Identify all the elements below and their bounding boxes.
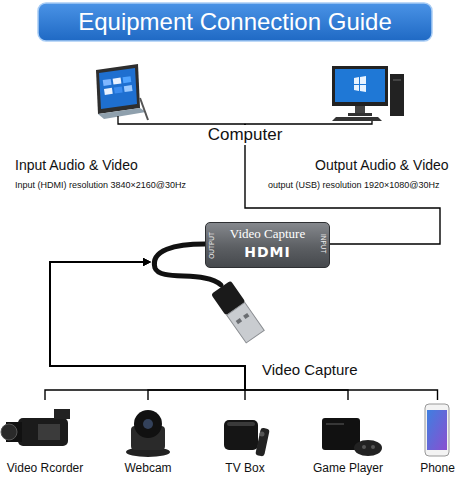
device-label: Game Player	[313, 461, 383, 478]
desktop-illustration	[332, 66, 388, 106]
device-label: TV Box	[225, 461, 264, 478]
computer-group: Computer	[85, 55, 405, 124]
title-text: Equipment Connection Guide	[38, 3, 432, 41]
tablet-illustration	[140, 98, 148, 120]
desktop-illustration	[354, 77, 359, 84]
signal-arrow	[50, 262, 245, 400]
game-console-illustration	[322, 418, 360, 450]
tablet-illustration	[114, 86, 123, 93]
game-console-illustration	[354, 440, 382, 456]
game-console-illustration	[326, 423, 344, 425]
signal-arrow	[50, 262, 348, 400]
tablet-illustration	[103, 79, 112, 86]
source-device: Game Player	[303, 400, 393, 478]
usb-plug	[236, 318, 242, 324]
source-device: Video Rcorder	[0, 400, 90, 478]
computer-bracket	[118, 116, 372, 124]
signal-arrow	[50, 262, 438, 400]
game-console-illustration	[322, 418, 382, 456]
tv-box-illustration	[224, 420, 258, 450]
annotation-label: Input (HDMI) resolution 3840×2160@30Hz	[15, 180, 186, 190]
webcam-illustration	[134, 410, 162, 438]
tablet-illustration	[99, 68, 137, 109]
desktop-illustration	[348, 113, 372, 116]
computer-bracket	[118, 116, 372, 124]
node-label: Computer	[202, 125, 289, 145]
title-banner	[38, 3, 432, 41]
tablet-illustration	[124, 85, 133, 92]
annotation-label: Input Audio & Video	[15, 157, 138, 173]
tablet-illustration	[104, 88, 113, 95]
device-label: Video Rcorder	[7, 461, 84, 478]
signal-arrow	[45, 262, 245, 400]
capture-device: Video CaptureHDMIOUTPUT INPUT	[150, 222, 330, 342]
usb-plug	[243, 313, 249, 319]
phone-illustration	[427, 410, 447, 450]
desktop-illustration	[332, 66, 404, 121]
camcorder-illustration	[38, 424, 60, 440]
tablet-illustration	[98, 108, 146, 119]
device-label: Webcam	[124, 461, 171, 478]
device-logo: HDMI	[206, 244, 329, 260]
signal-arrow	[50, 262, 245, 400]
usb-plug	[211, 281, 264, 343]
tablet-illustration	[96, 64, 140, 114]
tablet-illustration	[123, 76, 132, 83]
annotation-label: Output Audio & Video	[315, 157, 449, 173]
camcorder-illustration	[1, 409, 70, 446]
desktop-illustration	[335, 69, 385, 102]
desktop-illustration	[390, 74, 404, 116]
desktop-illustration	[355, 106, 365, 113]
source-device: TV Box	[210, 400, 280, 478]
tv-box-illustration	[255, 427, 270, 456]
tv-box-illustration	[227, 422, 255, 426]
capture-body: Video CaptureHDMIOUTPUT INPUT	[205, 222, 330, 268]
usb-plug	[227, 302, 265, 342]
title-banner	[38, 3, 432, 41]
port-label: INPUT	[320, 234, 327, 254]
camcorder-illustration	[18, 418, 68, 446]
desktop-illustration	[332, 117, 382, 121]
game-console-illustration	[371, 445, 375, 449]
phone-illustration	[425, 404, 449, 456]
tv-box-illustration	[260, 432, 265, 437]
tablet-illustration	[96, 64, 148, 120]
desktop-illustration	[393, 80, 401, 81]
annotation-label: Video Capture	[262, 361, 358, 378]
desktop-illustration	[360, 85, 366, 92]
game-console-illustration	[362, 445, 366, 449]
port-label: OUTPUT	[208, 232, 215, 259]
device-name: Video Capture	[206, 226, 329, 242]
annotation-label: output (USB) resolution 1920×1080@30Hz	[268, 180, 440, 190]
camcorder-illustration	[54, 409, 70, 419]
webcam-illustration	[143, 419, 153, 429]
desktop-illustration	[354, 85, 359, 91]
tv-box-illustration	[224, 420, 270, 457]
phone-illustration	[425, 404, 449, 456]
device-label: Phone	[420, 461, 455, 478]
tablet-illustration	[113, 78, 122, 85]
camcorder-illustration	[1, 424, 17, 440]
source-device: Webcam	[113, 400, 183, 478]
source-device: Phone	[410, 400, 465, 478]
webcam-illustration	[126, 410, 170, 457]
desktop-illustration	[360, 76, 366, 84]
